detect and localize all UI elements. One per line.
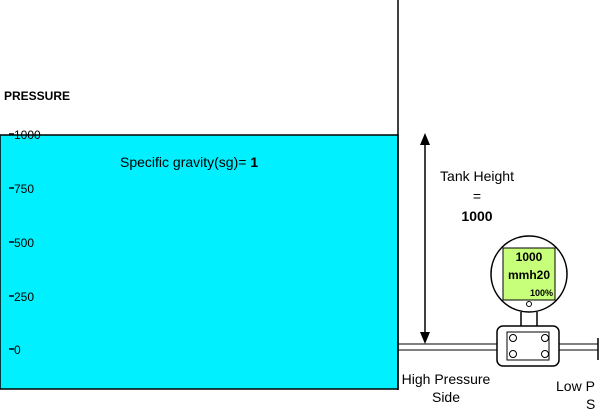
gauge-title: PRESSURE <box>4 89 71 103</box>
gauge-tick-label: 250 <box>14 290 35 304</box>
transmitter-display <box>502 247 556 301</box>
specific-gravity-value: 1 <box>250 154 259 170</box>
gauge-tick-label: 500 <box>14 236 35 250</box>
low-pressure-line1: Low P <box>556 378 595 394</box>
transmitter-readout: 1000 mmh20 100% <box>503 248 555 300</box>
high-pressure-line2: Side <box>431 389 461 405</box>
bolt-icon <box>541 350 549 358</box>
tank-height-equals: = <box>472 188 482 204</box>
pressure-transmitter <box>490 235 568 367</box>
high-pressure-line1: High Pressure <box>401 371 491 387</box>
transmitter-reading: 1000 <box>515 250 543 264</box>
low-pressure-label: Low P S <box>556 377 600 413</box>
specific-gravity-text: Specific gravity(sg)= <box>120 154 251 170</box>
tank-fluid <box>0 134 399 390</box>
high-pressure-label: High Pressure Side <box>400 370 492 406</box>
transmitter-screw <box>526 301 532 307</box>
impulse-pipe <box>398 338 599 360</box>
transmitter-percent: 100% <box>529 288 553 298</box>
gauge-ticks <box>9 133 14 350</box>
tank-height-title: Tank Height <box>440 168 514 184</box>
gauge-tick-label: 1000 <box>14 128 41 142</box>
gauge-tick-label: 750 <box>14 182 35 196</box>
low-pressure-line2: S <box>586 396 596 412</box>
bolt-icon <box>509 334 517 342</box>
tank-height-value: 1000 <box>461 208 493 224</box>
transmitter-unit: mmh20 <box>507 268 551 282</box>
gauge-tick-label: 0 <box>14 343 21 357</box>
bolt-icon <box>509 350 517 358</box>
specific-gravity-label: Specific gravity(sg)= 1 <box>120 154 258 170</box>
bolt-icon <box>541 334 549 342</box>
tank-height-label: Tank Height = 1000 <box>430 166 524 226</box>
height-arrow <box>420 133 430 344</box>
